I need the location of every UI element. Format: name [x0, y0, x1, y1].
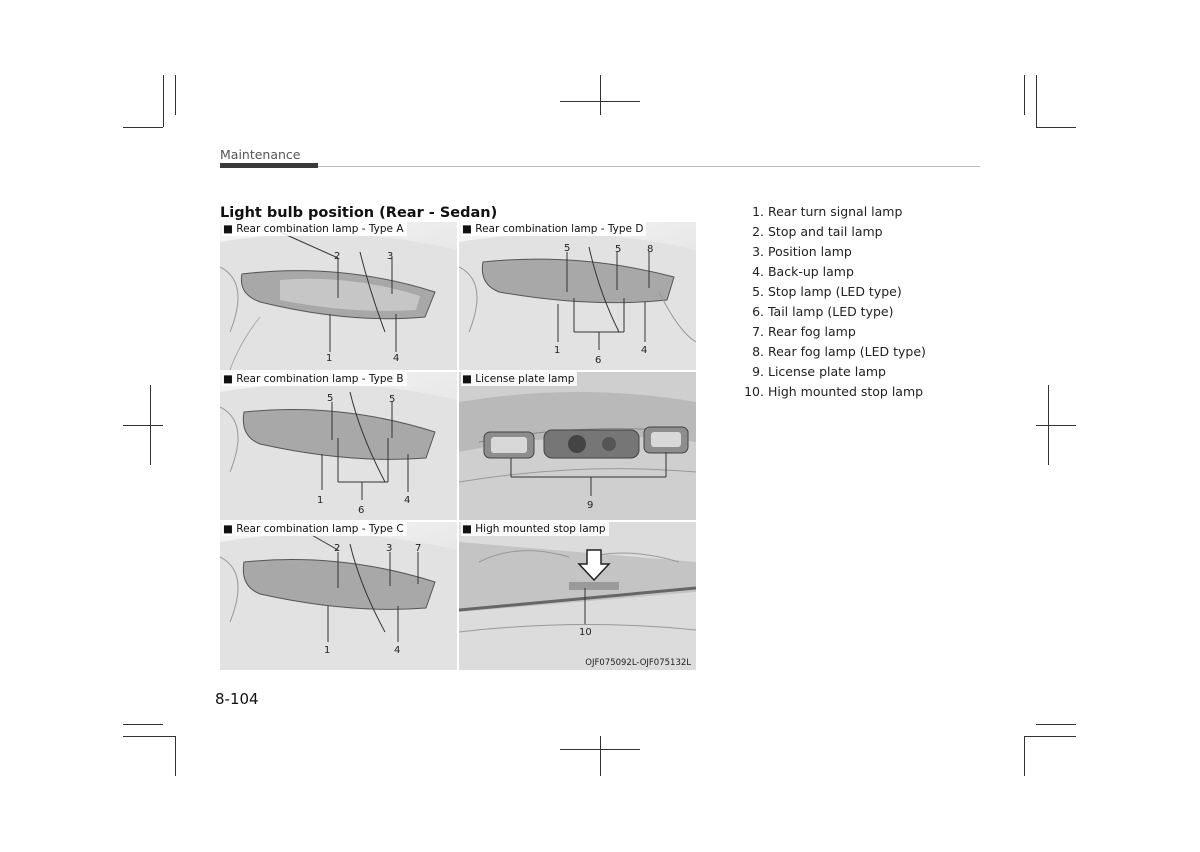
bulb-legend-list: 1. Rear turn signal lamp 2. Stop and tai… — [738, 202, 926, 402]
list-text: Back-up lamp — [767, 264, 854, 279]
list-number: 8. — [752, 344, 764, 359]
list-item: 7. Rear fog lamp — [738, 322, 926, 342]
panel-type-c: 2 3 7 1 4 ■ Rear combination lamp - Type… — [220, 522, 457, 670]
list-text: Position lamp — [767, 244, 852, 259]
callout-label: 5 — [615, 244, 621, 255]
callout-label: 6 — [358, 505, 364, 516]
list-text: Rear fog lamp — [767, 324, 856, 339]
list-item: 1. Rear turn signal lamp — [738, 202, 926, 222]
list-item: 10. High mounted stop lamp — [738, 382, 926, 402]
callout-label: 4 — [641, 345, 647, 356]
list-item: 9. License plate lamp — [738, 362, 926, 382]
type-a-illustration: 2 3 1 4 — [220, 231, 457, 370]
panel-license-plate: 9 ■ License plate lamp — [459, 372, 696, 520]
panel-caption: ■ Rear combination lamp - Type C — [222, 522, 407, 536]
panel-type-d: 5 5 8 1 6 4 ■ Rear combination lamp - Ty… — [459, 222, 696, 370]
type-b-illustration: 5 5 1 6 4 — [220, 383, 457, 520]
list-item: 5. Stop lamp (LED type) — [738, 282, 926, 302]
list-text: License plate lamp — [767, 364, 886, 379]
list-item: 4. Back-up lamp — [738, 262, 926, 282]
high-mounted-stop-lamp-illustration: 10 — [459, 522, 696, 670]
callout-label: 6 — [595, 355, 601, 366]
figure-code: OJF075092L-OJF075132L — [585, 658, 691, 668]
panel-caption: ■ Rear combination lamp - Type A — [222, 222, 407, 236]
callout-label: 7 — [415, 543, 421, 554]
list-text: Rear fog lamp (LED type) — [767, 344, 926, 359]
callout-label: 5 — [389, 394, 395, 405]
section-rule — [318, 166, 980, 167]
list-item: 3. Position lamp — [738, 242, 926, 262]
list-item: 8. Rear fog lamp (LED type) — [738, 342, 926, 362]
callout-label: 1 — [324, 645, 330, 656]
list-item: 2. Stop and tail lamp — [738, 222, 926, 242]
list-text: Rear turn signal lamp — [767, 204, 903, 219]
callout-label: 4 — [404, 495, 410, 506]
panel-caption: ■ Rear combination lamp - Type B — [222, 372, 407, 386]
list-number: 6. — [752, 304, 764, 319]
bulb-position-figure: 2 3 1 4 ■ Rear combination lamp - Type A… — [220, 222, 697, 672]
callout-label: 4 — [393, 353, 399, 364]
type-c-illustration: 2 3 7 1 4 — [220, 533, 457, 670]
callout-label: 5 — [327, 393, 333, 404]
list-number: 9. — [752, 364, 764, 379]
panel-caption: ■ License plate lamp — [461, 372, 578, 386]
callout-label: 1 — [317, 495, 323, 506]
list-item: 6. Tail lamp (LED type) — [738, 302, 926, 322]
callout-label: 5 — [564, 243, 570, 254]
list-number: 1. — [752, 204, 764, 219]
list-text: Stop and tail lamp — [767, 224, 883, 239]
callout-label: 1 — [554, 345, 560, 356]
list-text: High mounted stop lamp — [767, 384, 924, 399]
section-label: Maintenance — [220, 147, 301, 162]
panel-caption: ■ Rear combination lamp - Type D — [461, 222, 647, 236]
callout-label: 3 — [387, 251, 393, 262]
callout-label: 10 — [579, 627, 592, 638]
list-number: 4. — [752, 264, 764, 279]
list-number: 7. — [752, 324, 764, 339]
list-text: Tail lamp (LED type) — [767, 304, 894, 319]
panel-type-b: 5 5 1 6 4 ■ Rear combination lamp - Type… — [220, 372, 457, 520]
callout-label: 1 — [326, 353, 332, 364]
list-number: 3. — [752, 244, 764, 259]
callout-label: 9 — [587, 500, 593, 511]
list-text: Stop lamp (LED type) — [767, 284, 902, 299]
panel-high-mounted-stop-lamp: 10 ■ High mounted stop lamp OJF075092L-O… — [459, 522, 696, 670]
list-number: 2. — [752, 224, 764, 239]
callout-label: 8 — [647, 244, 653, 255]
type-d-illustration: 5 5 8 1 6 4 — [459, 233, 696, 370]
list-number: 5. — [752, 284, 764, 299]
list-number: 10. — [744, 384, 764, 399]
callout-label: 4 — [394, 645, 400, 656]
panel-caption: ■ High mounted stop lamp — [461, 522, 609, 536]
page-title: Light bulb position (Rear - Sedan) — [220, 205, 498, 221]
panel-type-a: 2 3 1 4 ■ Rear combination lamp - Type A — [220, 222, 457, 370]
page-number: 8-104 — [215, 690, 259, 708]
callout-label: 2 — [334, 251, 340, 262]
callout-label: 3 — [386, 543, 392, 554]
license-plate-illustration: 9 — [459, 372, 696, 520]
callout-label: 2 — [334, 543, 340, 554]
section-bar — [220, 163, 318, 168]
